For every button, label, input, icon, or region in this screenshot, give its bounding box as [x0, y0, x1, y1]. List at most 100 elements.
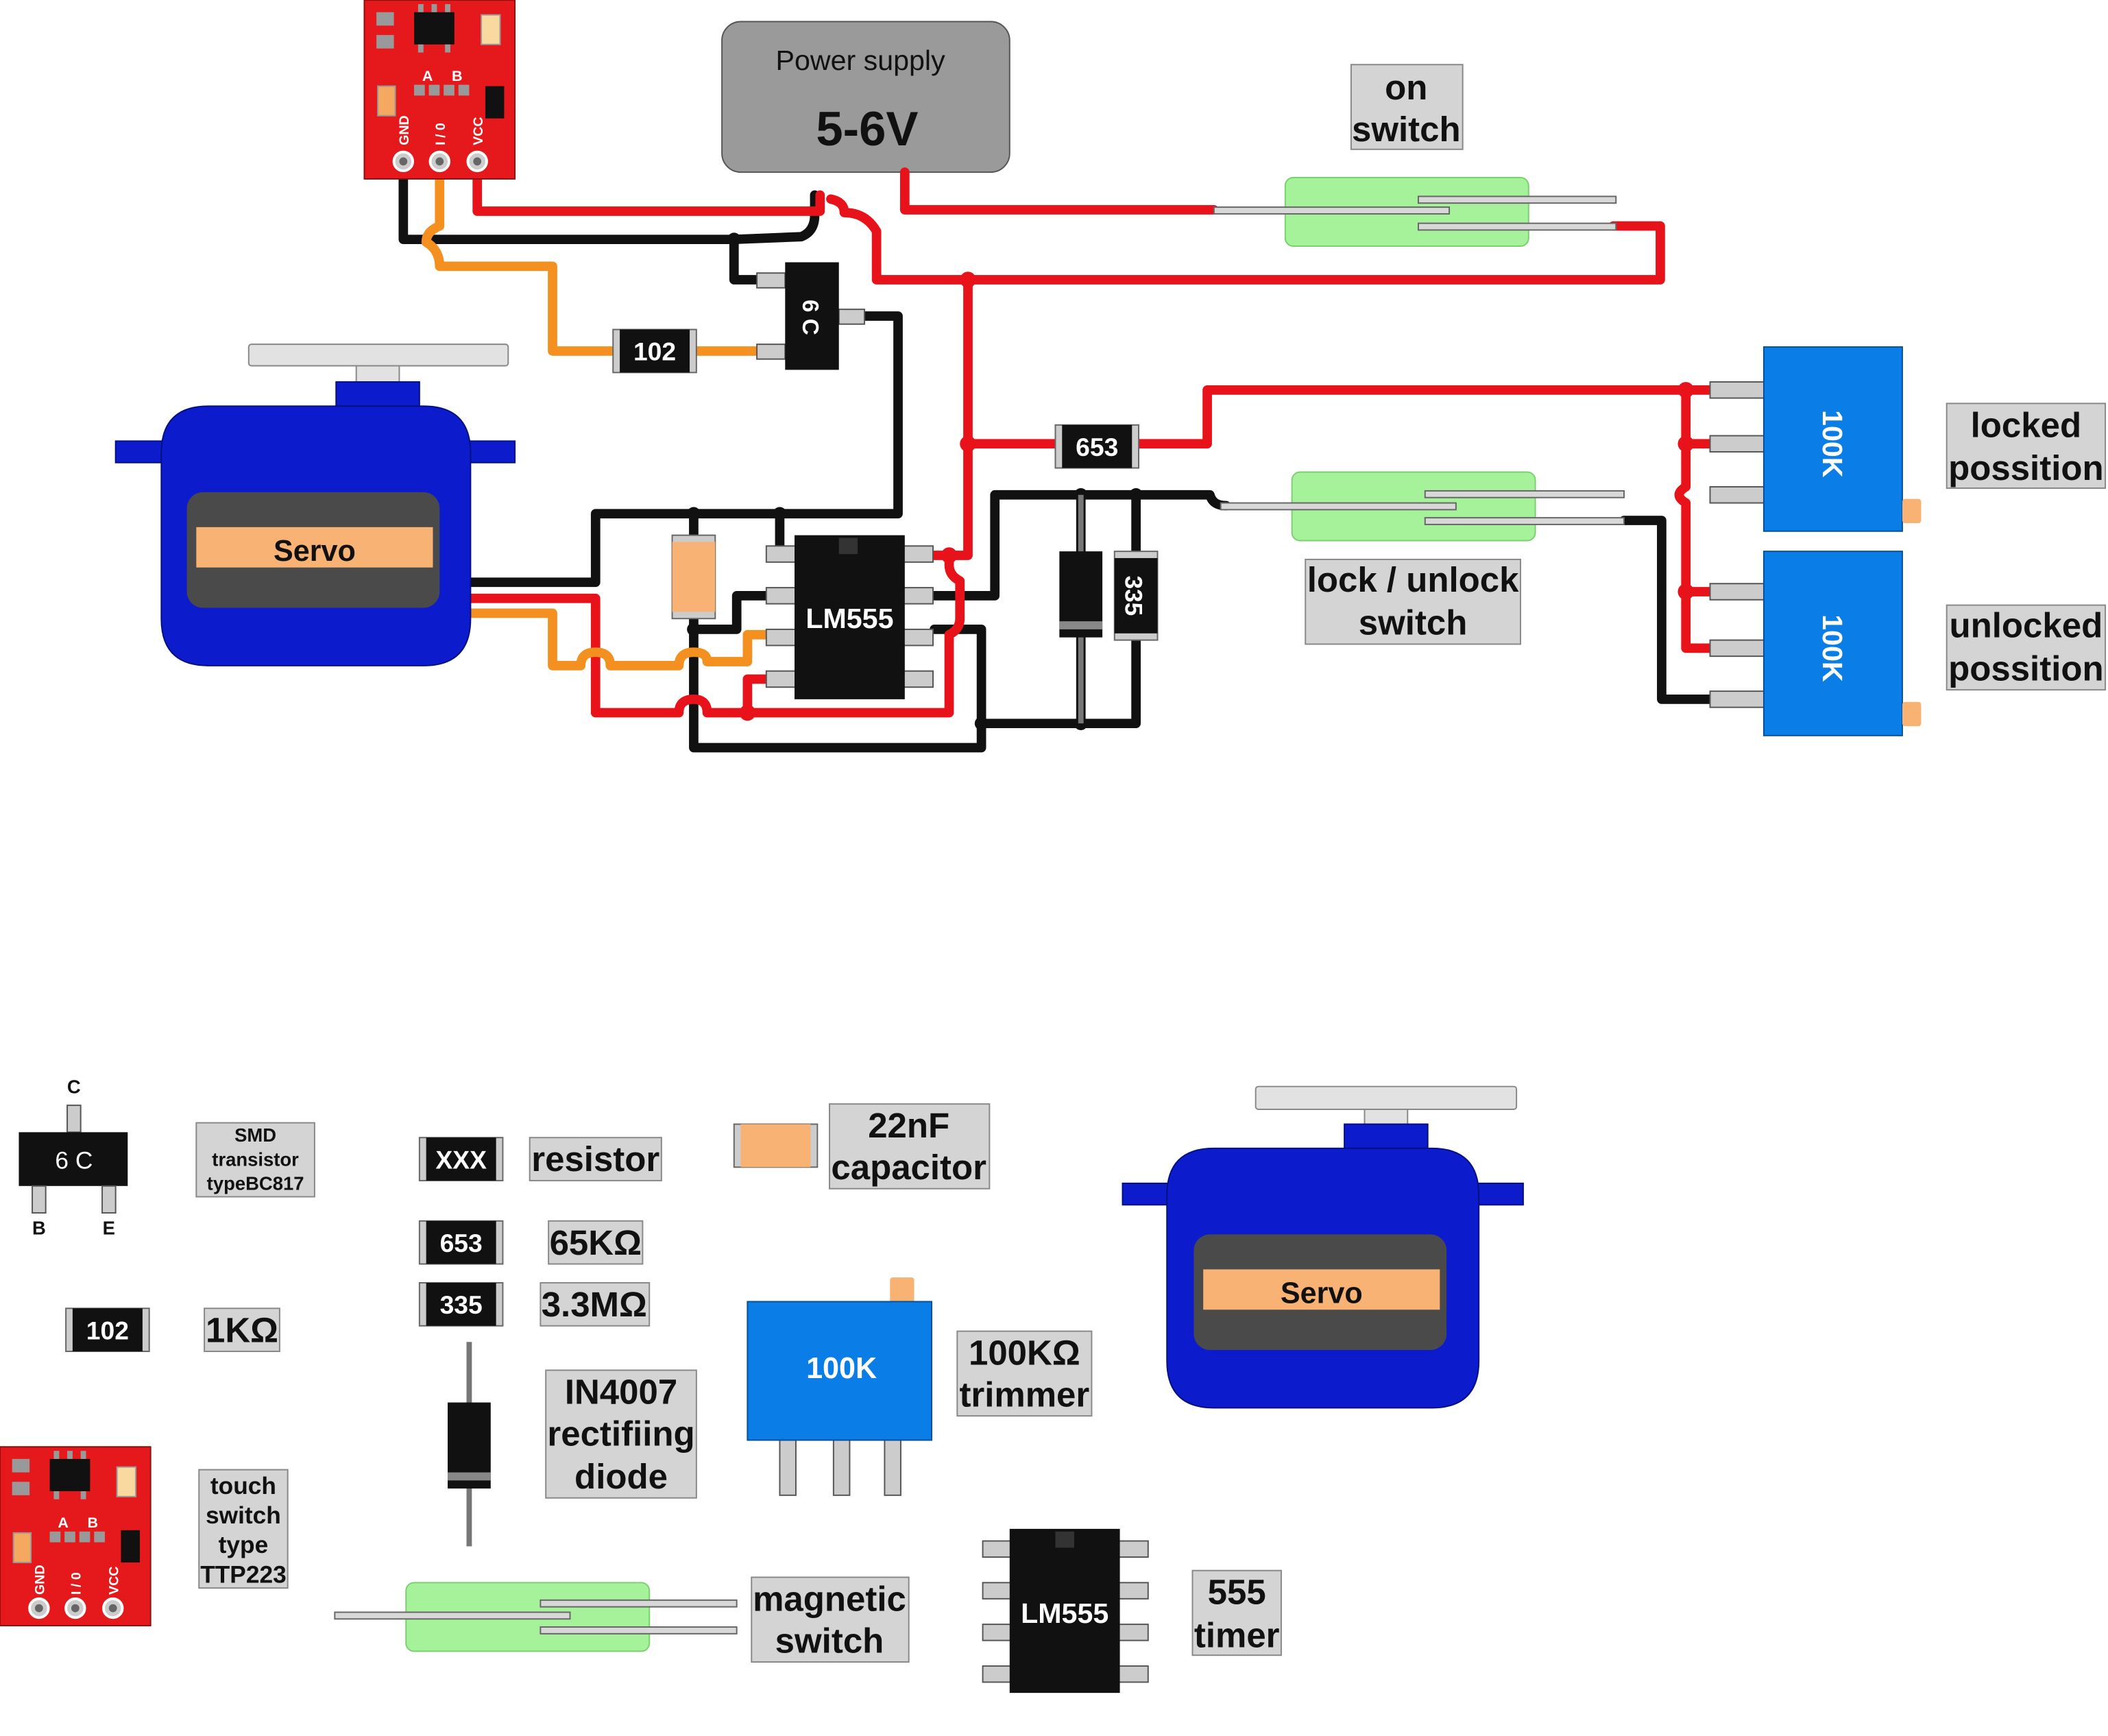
- legend-transistor-line3: typeBC817: [207, 1173, 304, 1194]
- touch-pad-b-label: B: [452, 67, 463, 84]
- legend-timer-line2: timer: [1194, 1615, 1280, 1654]
- legend-resistor-653: 653 65KΩ: [418, 1220, 644, 1265]
- legend-diode-line3: diode: [574, 1457, 668, 1496]
- legend-transistor-line2: transistor: [212, 1148, 299, 1170]
- transistor-bc817: 6 C: [756, 262, 865, 370]
- legend-resistor-102: 102 1KΩ: [65, 1307, 280, 1352]
- legend-trimmer-line1: 100KΩ: [969, 1334, 1080, 1373]
- legend-touch-pad-b: B: [88, 1514, 99, 1531]
- touch-pin-io-label: I / 0: [433, 123, 448, 145]
- touch-pin-vcc-label: VCC: [471, 117, 486, 145]
- resistor-335-marking: 335: [1119, 575, 1146, 616]
- label-lock-line1: lock / unlock: [1307, 560, 1519, 599]
- label-unlocked-position: unlocked possition: [1946, 604, 2107, 691]
- wire-orange-touch-io: [421, 159, 618, 356]
- legend-timer-line1: 555: [1208, 1573, 1266, 1612]
- resistor-335: 335: [1113, 551, 1159, 641]
- legend-touch-line2: switch: [206, 1502, 281, 1529]
- wire-red-vcc-bus: [930, 275, 973, 560]
- legend-touch-line3: type: [219, 1532, 269, 1558]
- capacitor-22nf: [671, 534, 716, 620]
- legend-touch-pin-io: I / 0: [69, 1572, 84, 1595]
- label-locked-line2: possition: [1948, 448, 2104, 487]
- power-supply-voltage: 5-6V: [816, 101, 918, 156]
- label-locked-position: locked possition: [1946, 402, 2107, 489]
- legend-touch-pin-vcc: VCC: [107, 1567, 122, 1595]
- legend-touch-board: A B GND I / 0 VCC: [0, 1446, 152, 1627]
- lm555-marking: LM555: [805, 603, 893, 634]
- reed-switch-on: [1213, 176, 1617, 247]
- wire-red-reset: [742, 674, 771, 718]
- trimmer-locked-marking: 100K: [1817, 410, 1848, 478]
- wire-black-servo-gnd: [465, 509, 785, 588]
- legend-trimmer-marking: 100K: [806, 1352, 877, 1385]
- legend-transistor-pin-c: C: [67, 1076, 81, 1097]
- resistor-102: 102: [612, 328, 697, 374]
- touch-pad-a-label: A: [422, 67, 433, 84]
- wire-black-trigger: [689, 591, 771, 634]
- trimmer-unlocked-marking: 100K: [1817, 614, 1848, 682]
- wire-red-on-return: [963, 221, 1665, 285]
- legend-resistor: XXX resistor: [418, 1137, 662, 1181]
- trimmer-locked: 100K: [1709, 346, 1922, 532]
- legend-magnetic-line2: switch: [775, 1621, 884, 1660]
- power-supply-title: Power supply: [776, 45, 946, 76]
- wire-red-touch-vcc: [472, 159, 825, 216]
- legend-magnetic-switch: magnetic switch: [334, 1576, 910, 1663]
- legend-diode-line1: IN4007: [565, 1372, 677, 1411]
- legend-resistor-335: 335 3.3MΩ: [418, 1282, 651, 1327]
- diode-in4007: [1059, 494, 1103, 724]
- wire-black-collector: [775, 311, 903, 557]
- resistor-653-marking: 653: [1076, 433, 1118, 461]
- legend-lm555-marking: LM555: [1021, 1598, 1108, 1629]
- legend-touch-line4: TTP223: [200, 1561, 287, 1588]
- transistor-marking: 6 C: [797, 300, 823, 335]
- legend-lm555: LM555 555 timer: [982, 1528, 1282, 1693]
- legend-335-label: 3.3MΩ: [542, 1285, 647, 1324]
- legend-102-label: 1KΩ: [206, 1310, 278, 1349]
- legend-transistor-pin-e: E: [103, 1217, 115, 1238]
- legend-transistor-pin-b: B: [32, 1217, 46, 1238]
- label-locked-line1: locked: [1971, 405, 2081, 444]
- lm555-timer: LM555: [765, 535, 934, 699]
- wire-black-diode-branch: [976, 490, 1141, 729]
- legend-transistor: C 6 C B E SMD transistor typeBC817: [19, 1076, 315, 1238]
- legend-capacitor: 22nF capacitor: [733, 1103, 991, 1190]
- legend-transistor-line1: SMD: [234, 1124, 276, 1146]
- label-unlocked-line2: possition: [1948, 649, 2104, 688]
- legend-servo: Servo: [1122, 1085, 1524, 1409]
- legend-102-marking: 102: [86, 1316, 129, 1345]
- legend-capacitor-line2: capacitor: [831, 1148, 986, 1187]
- wire-red-servo-vcc: [465, 551, 965, 718]
- wire-orange-servo-signal: [465, 608, 771, 671]
- legend-touch-pad-a: A: [58, 1514, 69, 1531]
- wire-black-lock-common: [1619, 516, 1715, 704]
- label-unlocked-line1: unlocked: [1949, 606, 2103, 645]
- label-on-switch: on switch: [1350, 64, 1464, 150]
- legend-resistor-label: resistor: [531, 1140, 659, 1179]
- resistor-653: 653: [1054, 424, 1140, 469]
- label-lock-unlock: lock / unlock switch: [1305, 558, 1521, 645]
- legend-capacitor-line1: 22nF: [868, 1106, 949, 1145]
- wire-red-supply-main: [826, 194, 973, 285]
- resistor-102-marking: 102: [633, 337, 676, 366]
- power-supply: Power supply 5-6V: [721, 21, 1010, 173]
- legend-servo-label: Servo: [1281, 1277, 1363, 1310]
- label-lock-line2: switch: [1359, 603, 1468, 642]
- label-on-line2: switch: [1352, 110, 1461, 149]
- servo-label: Servo: [274, 535, 356, 568]
- wire-black-supply-gnd: [729, 190, 820, 245]
- legend-touch-label: touch switch type TTP223: [198, 1469, 289, 1589]
- legend-335-marking: 335: [440, 1290, 483, 1319]
- legend-diode-line2: rectifiing: [547, 1414, 694, 1453]
- reed-switch-lock: [1220, 471, 1625, 542]
- legend-653-label: 65KΩ: [550, 1223, 642, 1262]
- touch-switch-board: A B GND I / 0 VCC: [363, 0, 516, 180]
- legend-touch-line1: touch: [210, 1473, 276, 1499]
- label-on-line1: on: [1385, 68, 1427, 107]
- legend-resistor-marking: XXX: [435, 1145, 487, 1174]
- legend-trimmer: 100K 100KΩ trimmer: [747, 1277, 1093, 1496]
- legend-touch-pin-gnd: GND: [33, 1565, 48, 1595]
- touch-pin-gnd-label: GND: [397, 115, 412, 145]
